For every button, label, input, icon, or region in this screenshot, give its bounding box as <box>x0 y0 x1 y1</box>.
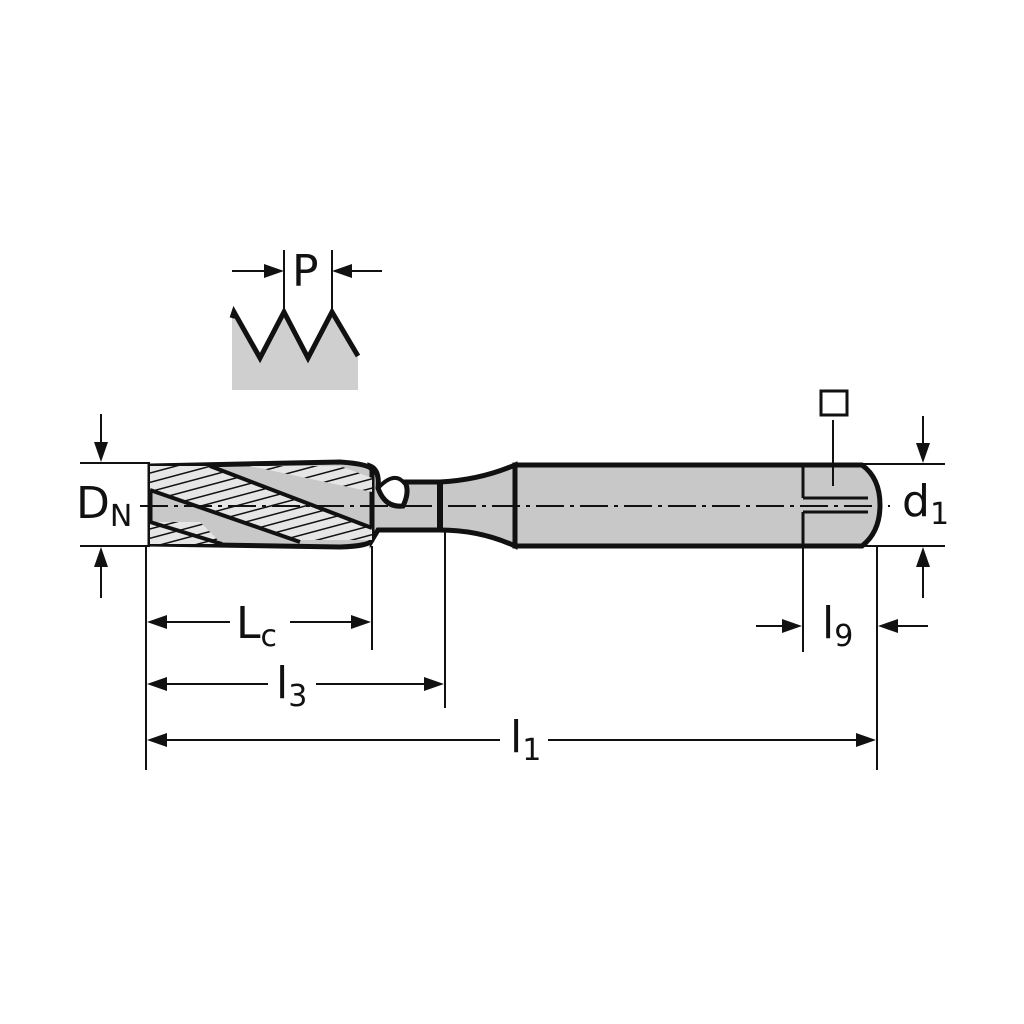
square-length-label: l9 <box>822 598 853 654</box>
pitch-arrowhead-left <box>264 264 284 278</box>
total-length-label: l1 <box>510 712 541 768</box>
thread-profile-detail: P <box>229 246 382 390</box>
thread-profile-shape <box>232 312 358 390</box>
flute-edge-3 <box>149 520 223 546</box>
l1-arrowhead-left <box>147 733 167 747</box>
flute-edge-2 <box>149 488 301 544</box>
tap-neck <box>437 461 518 550</box>
d1-arrowhead-bottom <box>916 547 930 567</box>
tap-flute-curl <box>376 476 407 490</box>
tap-thread-end <box>367 462 443 549</box>
flute-edge-1 <box>209 464 373 530</box>
l9-arrowhead-right <box>878 619 898 633</box>
d1-arrowhead-top <box>916 443 930 463</box>
thread-length-dimension: l3 <box>147 658 444 714</box>
l3-arrowhead-left <box>147 677 167 691</box>
l9-arrowhead-left <box>782 619 802 633</box>
pitch-arrowhead-right <box>332 264 352 278</box>
thread-length-label: l3 <box>276 658 307 714</box>
square-length-dimension: l9 <box>756 598 928 654</box>
nominal-diameter-dimension: DN <box>76 414 150 598</box>
square-drive-icon <box>819 389 849 417</box>
dn-arrowhead-bottom <box>94 547 108 567</box>
chamfer-length-dimension: Lc <box>147 598 371 654</box>
lc-arrowhead-left <box>147 615 167 629</box>
l1-arrowhead-right <box>856 733 876 747</box>
pitch-label: P <box>292 246 319 297</box>
total-length-dimension: l1 <box>147 712 876 768</box>
tap-body <box>140 389 890 550</box>
l3-arrowhead-right <box>424 677 444 691</box>
shank-diameter-dimension: d1 <box>862 416 949 598</box>
nominal-diameter-label: DN <box>76 478 132 534</box>
chamfer-length-label: Lc <box>236 598 277 654</box>
dn-arrowhead-top <box>94 442 108 462</box>
shank-diameter-label: d1 <box>902 476 949 532</box>
lc-arrowhead-right <box>351 615 371 629</box>
